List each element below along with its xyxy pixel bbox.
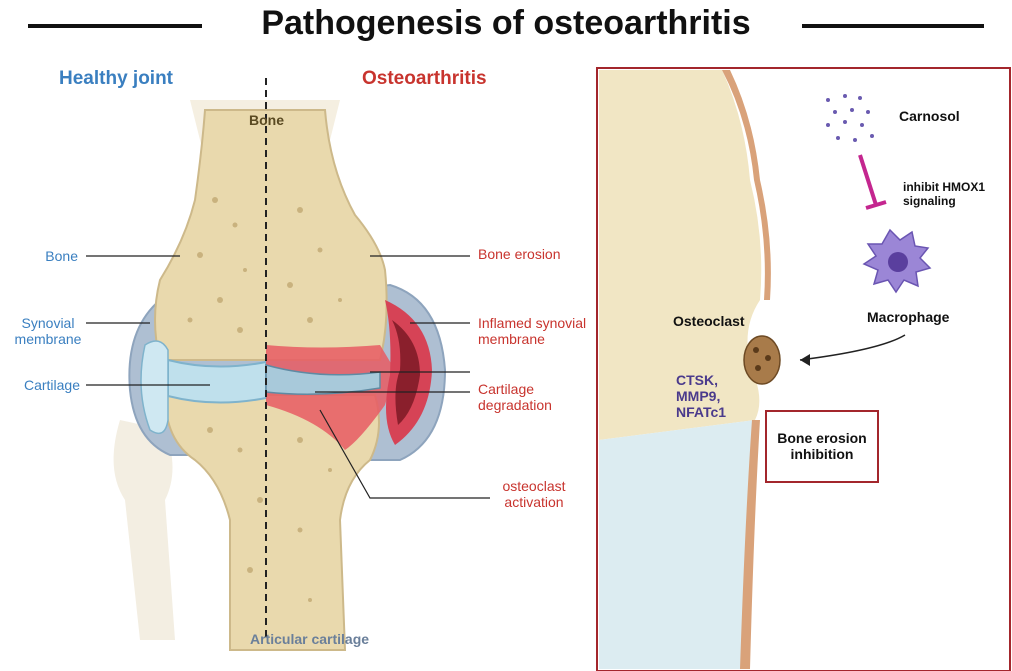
label-cartilage-degradation: Cartilage degradation: [478, 381, 558, 413]
bone-erosion-inhibition-box: Bone erosion inhibition: [765, 410, 879, 483]
bone-top-label: Bone: [249, 112, 284, 128]
label-osteoclast-markers: CTSK, MMP9, NFATc1: [676, 372, 732, 420]
cartilage-healthy: [168, 360, 266, 403]
label-bone-erosion-inhibition: Bone erosion inhibition: [767, 430, 877, 462]
healthy-joint-header: Healthy joint: [59, 68, 173, 90]
label-cartilage-healthy: Cartilage: [0, 377, 80, 393]
label-synovial-membrane: Synovial membrane: [8, 315, 88, 347]
osteoarthritis-header: Osteoarthritis: [362, 68, 487, 90]
label-bone-erosion: Bone erosion: [478, 246, 561, 262]
label-bone-healthy: Bone: [0, 248, 78, 264]
femur-bone: [155, 110, 387, 360]
label-osteoclast-activation: osteoclast activation: [496, 478, 572, 510]
label-inhibit-hmox1: inhibit HMOX1 signaling: [903, 180, 987, 208]
label-inflamed-synovial: Inflamed synovial membrane: [478, 315, 596, 347]
articular-cartilage-label: Articular cartilage: [250, 631, 369, 647]
panel-cartilage-region: [599, 420, 755, 669]
osteoclast-icon: [744, 336, 780, 384]
label-osteoclast: Osteoclast: [673, 313, 745, 329]
label-macrophage: Macrophage: [867, 309, 949, 325]
label-carnosol: Carnosol: [899, 108, 960, 124]
